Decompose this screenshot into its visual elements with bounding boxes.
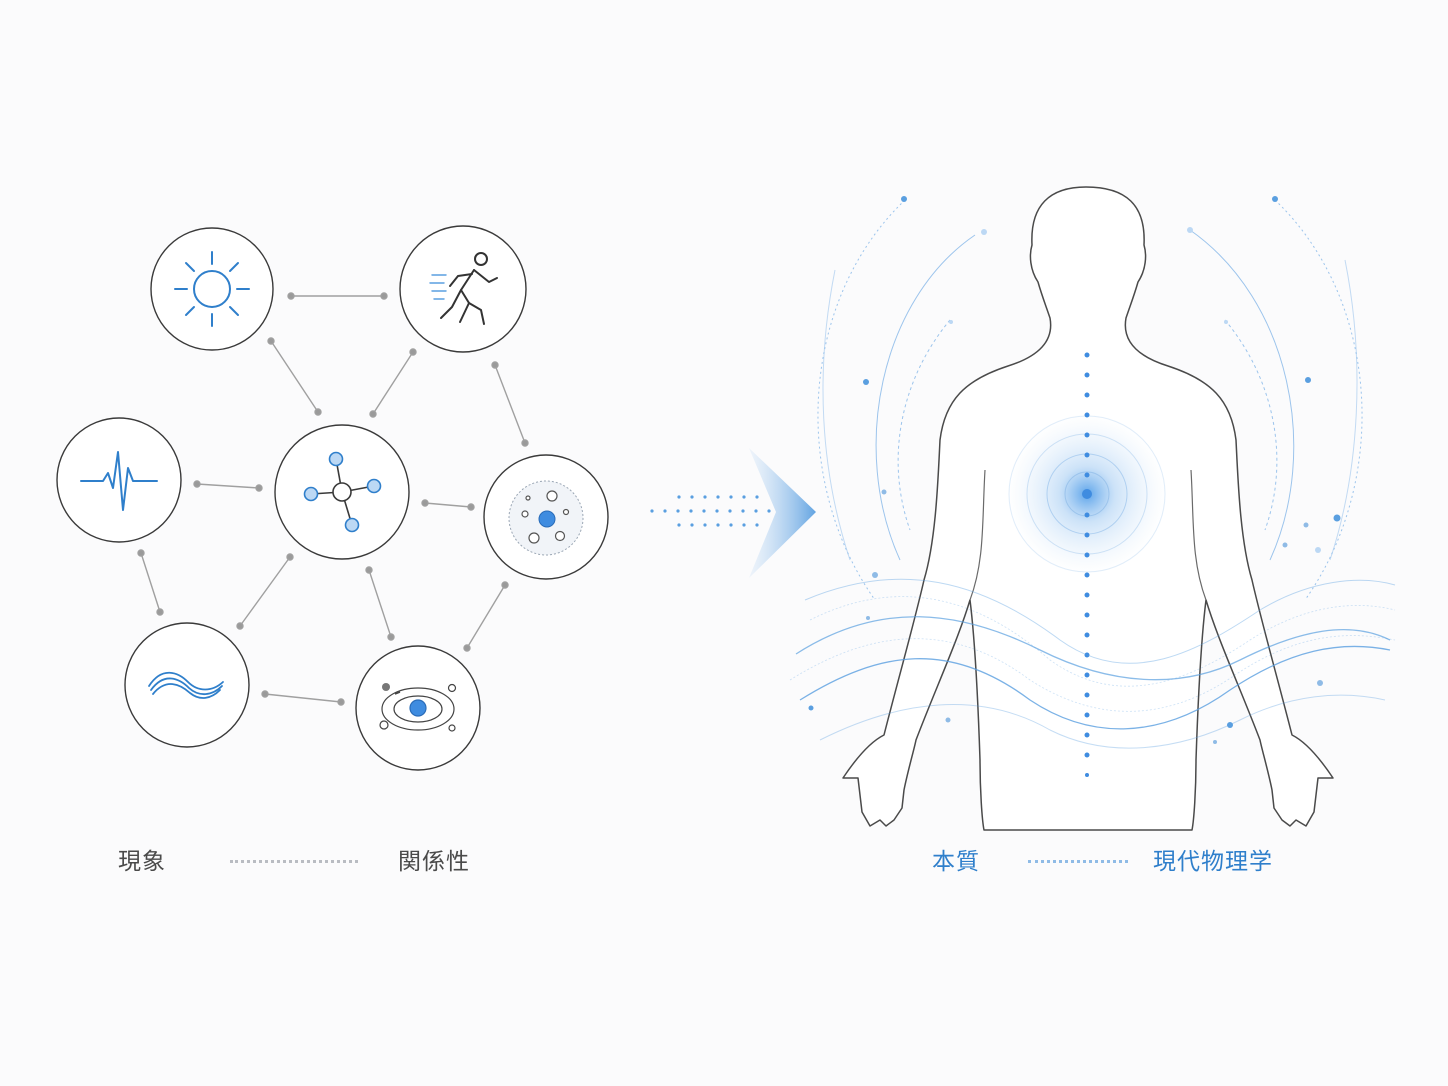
link-wave-orbit	[261, 690, 345, 706]
label-relation: 関係性	[398, 849, 470, 875]
label-physics: 現代物理学	[1153, 849, 1273, 875]
field-particles	[808, 196, 1341, 785]
node-wave	[124, 622, 250, 748]
node-pulse	[56, 417, 182, 543]
label-phenomenon: 現象	[118, 849, 166, 875]
spine-dots	[1084, 352, 1090, 777]
heartbeat-wave-icon	[80, 451, 158, 511]
link-sun-network	[267, 337, 322, 416]
node-links	[137, 292, 529, 706]
link-pulse-network	[193, 480, 263, 492]
speed-lines-icon	[429, 274, 447, 300]
node-sun	[150, 227, 274, 351]
link-network-cell	[421, 499, 475, 511]
running-person-icon	[440, 252, 498, 325]
label-connector-left	[230, 860, 358, 863]
arrow-head-icon	[749, 448, 816, 578]
transition-arrow	[650, 448, 816, 578]
node-orbit	[355, 645, 481, 771]
node-cell	[483, 454, 609, 580]
sun-icon	[174, 251, 250, 327]
arm-inner-lines	[969, 469, 1207, 601]
field-arcs	[817, 199, 1363, 601]
link-network-orbit	[365, 566, 395, 641]
link-sun-runner	[287, 292, 388, 300]
node-runner	[399, 225, 527, 353]
link-cell-orbit	[463, 581, 509, 652]
label-essence: 本質	[932, 849, 980, 875]
link-network-wave	[236, 553, 294, 630]
link-runner-cell	[491, 361, 529, 447]
link-runner-network	[369, 348, 417, 418]
molecule-network-icon	[303, 451, 382, 533]
cell-particles-icon	[508, 480, 584, 556]
flowing-wave-icon	[148, 671, 224, 699]
node-network	[274, 424, 410, 560]
heart-glow	[1007, 414, 1167, 574]
atom-orbit-icon	[379, 683, 457, 732]
body-waves	[789, 578, 1396, 749]
link-pulse-wave	[137, 549, 164, 616]
label-connector-right	[1028, 860, 1128, 863]
